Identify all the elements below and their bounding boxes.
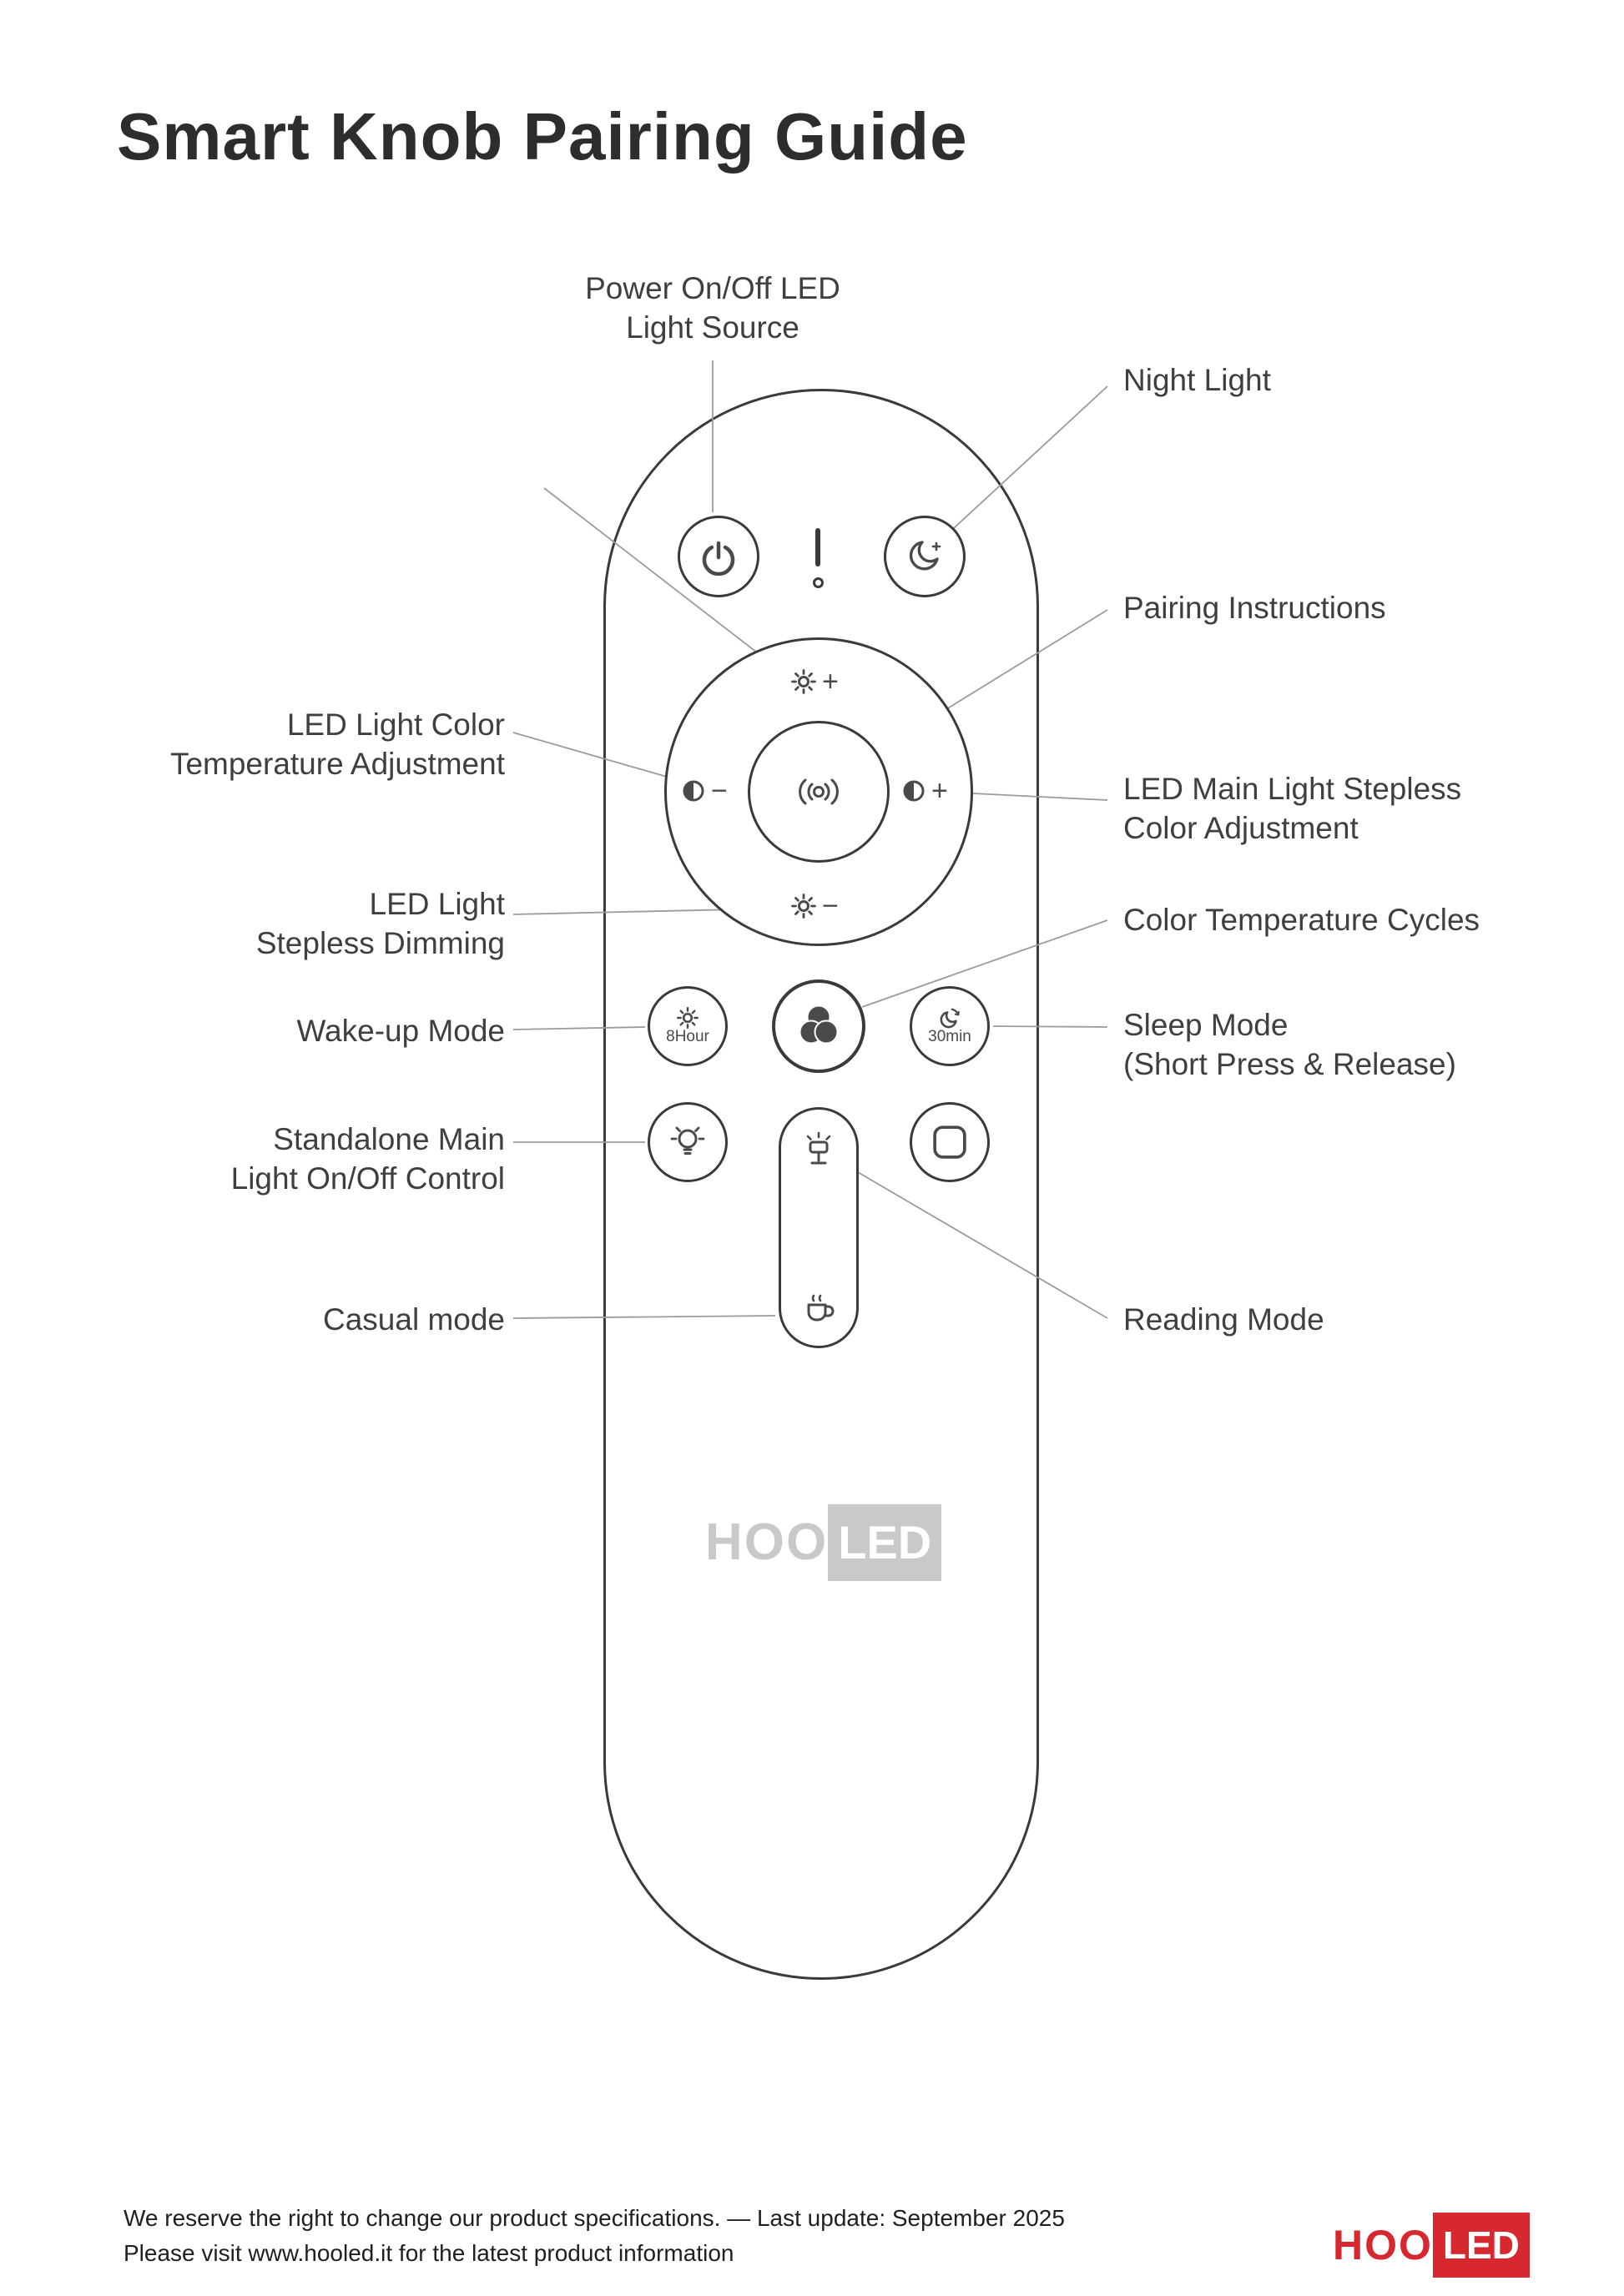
color-cycle-icon <box>799 1004 839 1045</box>
logo-prefix: HOO <box>1333 2222 1433 2268</box>
main-stepless-label: LED Main Light Stepless Color Adjustment <box>1123 772 1462 845</box>
brightness-up-sun-icon <box>791 669 816 694</box>
dial-inner-button <box>748 721 890 863</box>
casual-leader-line <box>512 1315 776 1319</box>
scene-button <box>910 1102 990 1182</box>
coffee-cup-icon <box>807 1294 835 1322</box>
minus-glyph: − <box>822 890 839 922</box>
power-icon <box>702 541 735 576</box>
night-light-button <box>884 516 966 597</box>
wakeup-mode-button: 8Hour <box>648 986 728 1066</box>
bulb-icon <box>670 1126 705 1155</box>
half-circle-icon <box>683 780 704 802</box>
power-button <box>678 516 759 597</box>
footer-line2: Please visit www.hooled.it for the lates… <box>124 2240 734 2266</box>
night-light-label: Night Light <box>1123 363 1271 397</box>
wakeup-label: Wake-up Mode <box>296 1014 505 1048</box>
main-color-leader-line <box>972 793 1108 801</box>
color-temp-cooler-control: − <box>681 777 728 805</box>
night-light-icon <box>909 541 941 571</box>
minus-glyph: − <box>711 775 728 807</box>
reading-lamp-icon <box>806 1131 831 1165</box>
night-leader-line <box>953 385 1108 529</box>
brightness-down-sun-icon <box>791 894 816 919</box>
reading-casual-rocker <box>779 1107 859 1348</box>
reading-label: Reading Mode <box>1123 1302 1324 1337</box>
standalone-light-button <box>648 1102 728 1182</box>
casual-label: Casual mode <box>322 1302 505 1337</box>
wakeup-sun-icon <box>676 1006 699 1030</box>
color-temp-leader-line <box>512 732 668 778</box>
plus-glyph: + <box>931 775 948 807</box>
dimming-label: LED Light Stepless Dimming <box>255 887 505 960</box>
sleep-moon-icon <box>940 1008 960 1029</box>
footer-disclaimer: We reserve the right to change our produ… <box>124 2201 1065 2271</box>
wakeup-button-label: 8Hour <box>666 1028 709 1045</box>
pairing-icon <box>799 778 839 805</box>
logo-suffix: LED <box>1432 2213 1530 2278</box>
status-led-dot <box>813 577 824 588</box>
brightness-up-control: + <box>790 667 839 696</box>
reading-leader-line <box>847 1166 1108 1319</box>
sleep-label: Sleep Mode (Short Press & Release) <box>1123 1008 1456 1081</box>
sleep-leader-line <box>992 1025 1108 1028</box>
sleep-button-label: 30min <box>928 1028 971 1045</box>
power-label: Power On/Off LED Light Source <box>585 271 840 345</box>
status-led-indicator <box>815 528 820 566</box>
page-title: Smart Knob Pairing Guide <box>117 99 968 174</box>
color-temp-label: LED Light Color Temperature Adjustment <box>169 707 505 781</box>
pairing-button-center <box>795 773 842 811</box>
pairing-label: Pairing Instructions <box>1123 591 1386 625</box>
wakeup-leader-line <box>512 1026 646 1030</box>
sleep-mode-button: 30min <box>910 986 990 1066</box>
logo-prefix: HOO <box>705 1513 829 1571</box>
brightness-up-leader-line <box>543 487 784 673</box>
plus-glyph: + <box>822 666 839 697</box>
color-cycles-label: Color Temperature Cycles <box>1123 903 1480 937</box>
scene-square-icon <box>933 1125 966 1159</box>
standalone-label: Standalone Main Light On/Off Control <box>230 1122 505 1196</box>
logo-suffix: LED <box>828 1504 942 1581</box>
brightness-down-control: − <box>790 892 839 920</box>
color-cycle-button <box>772 979 865 1073</box>
color-cycles-leader-line <box>861 919 1108 1008</box>
footer-line1: We reserve the right to change our produ… <box>124 2205 1065 2231</box>
color-temp-warmer-control: + <box>901 777 948 805</box>
half-circle-icon <box>903 780 925 802</box>
